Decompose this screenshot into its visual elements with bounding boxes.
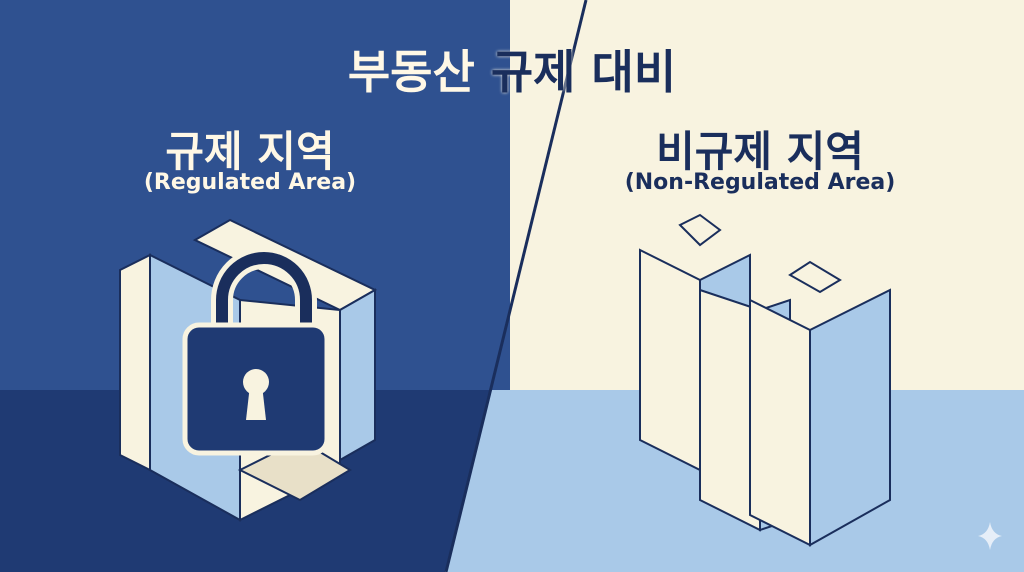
non-regulated-buildings <box>639 213 891 547</box>
regulated-subheading: (Regulated Area) <box>143 170 357 195</box>
title-part-dark: 규제 대비 <box>490 45 677 99</box>
non-regulated-subheading: (Non-Regulated Area) <box>624 170 896 195</box>
regulated-heading: 규제 지역 <box>165 127 335 176</box>
sparkle-icon <box>978 522 1002 550</box>
padlock-icon <box>182 247 330 456</box>
title-part-light: 부동산 <box>347 45 491 99</box>
non-regulated-heading: 비규제 지역 <box>656 127 864 176</box>
page-title: 부동산 규제 대비 <box>0 36 1024 102</box>
